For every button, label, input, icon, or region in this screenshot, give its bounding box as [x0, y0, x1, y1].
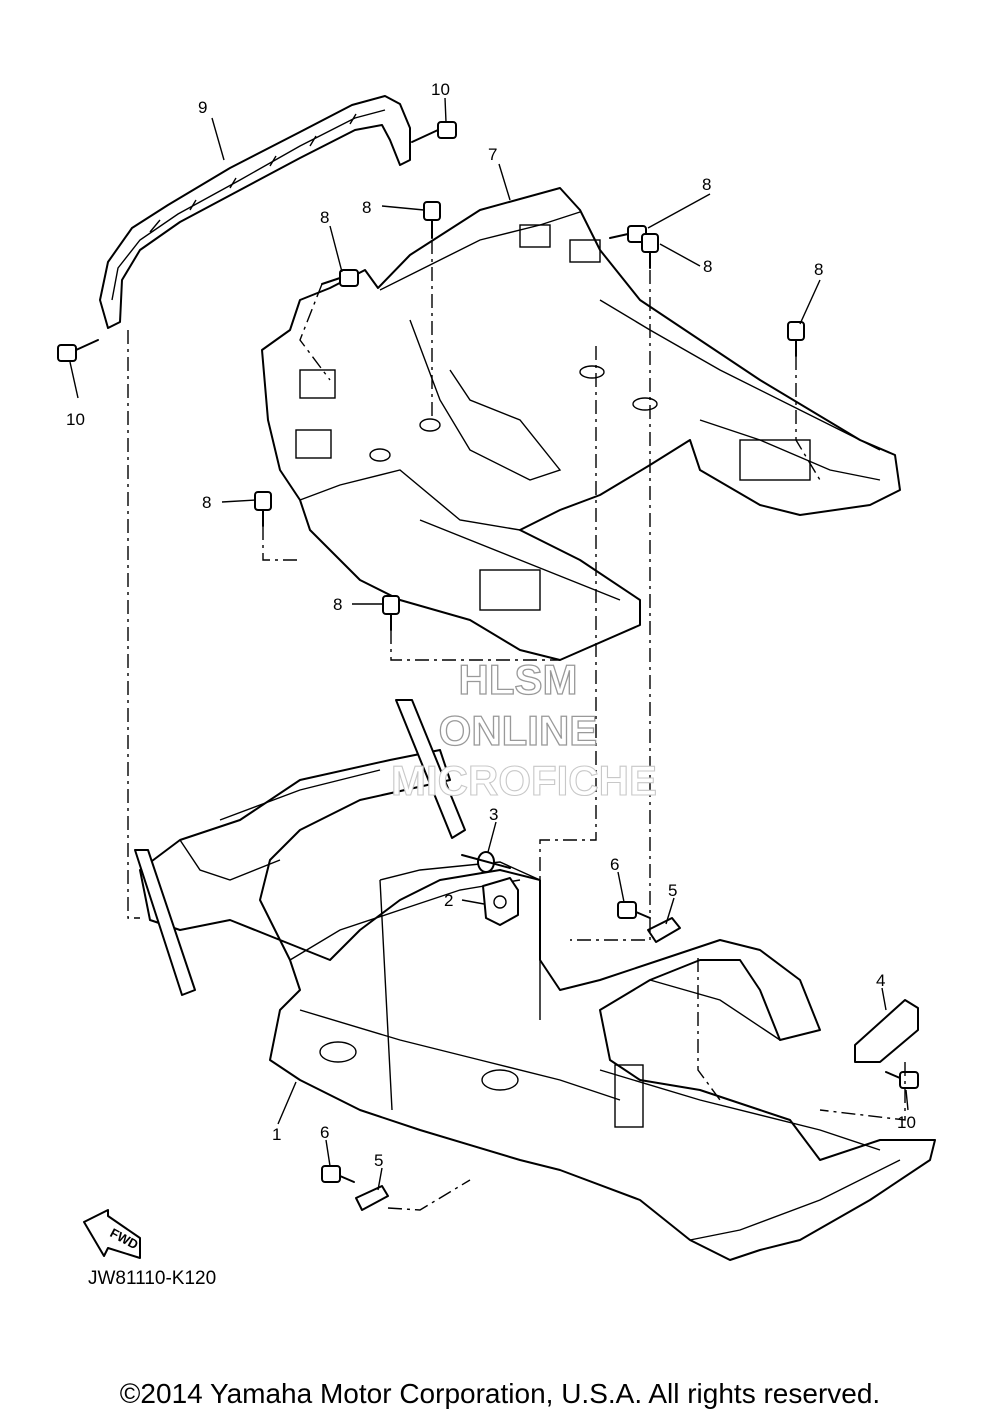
callout-10-top: 10 [431, 80, 450, 99]
part-10-bolt-left[interactable] [57, 339, 99, 362]
callout-8-e: 8 [814, 260, 823, 279]
watermark: HLSM ONLINE MICROFICHE [390, 655, 657, 804]
callout-2: 2 [444, 891, 453, 910]
callout-8-a: 8 [362, 198, 371, 217]
callout-8-b: 8 [320, 208, 329, 227]
part-6-bolt-lower[interactable] [321, 1165, 355, 1183]
callout-5-lower: 5 [374, 1151, 383, 1170]
part-8-bolt-d[interactable] [641, 233, 659, 269]
part-8-bolt-a[interactable] [423, 201, 441, 239]
part-5-clip-lower[interactable] [355, 1185, 389, 1211]
callout-10-right: 10 [897, 1113, 916, 1132]
watermark-line-1: HLSM [459, 656, 578, 703]
callout-8-f: 8 [202, 493, 211, 512]
part-2-plate[interactable] [482, 877, 519, 926]
part-1-main-frame[interactable] [134, 699, 936, 1261]
part-10-bolt-right[interactable] [885, 1071, 919, 1089]
diagram-code: JW81110-K120 [88, 1268, 217, 1289]
part-8-bolt-b[interactable] [321, 269, 359, 287]
callout-leaders [69, 97, 909, 1191]
copyright-notice: ©2014 Yamaha Motor Corporation, U.S.A. A… [119, 1378, 881, 1409]
callout-10-left: 10 [66, 410, 85, 429]
part-6-bolt-upper[interactable] [617, 901, 651, 919]
callout-6-lower: 6 [320, 1123, 329, 1142]
callout-8-d: 8 [703, 257, 712, 276]
callout-8-c: 8 [702, 175, 711, 194]
watermark-line-3: MICROFICHE [391, 757, 657, 804]
part-8-bolt-f[interactable] [254, 491, 272, 527]
callout-1: 1 [272, 1125, 281, 1144]
callout-8-g: 8 [333, 595, 342, 614]
callout-labels: 9 10 10 7 8 8 8 8 8 8 8 3 2 6 5 4 10 1 6… [66, 80, 916, 1170]
part-8-bolt-g[interactable] [382, 595, 400, 631]
part-5-clip-upper[interactable] [647, 917, 681, 943]
part-3-bolt-washer[interactable] [461, 851, 511, 873]
part-4-bracket[interactable] [854, 999, 919, 1063]
part-10-bolt-top[interactable] [411, 121, 457, 143]
part-7-cargo-bed[interactable] [261, 187, 901, 661]
part-9-front-bracket[interactable] [99, 95, 411, 329]
callout-9: 9 [198, 98, 207, 117]
callout-4: 4 [876, 971, 885, 990]
assembly-guide-lines [127, 240, 906, 1211]
fwd-arrow-icon: FWD [83, 1209, 141, 1259]
watermark-line-2: ONLINE [439, 707, 598, 754]
part-8-bolt-e[interactable] [787, 321, 805, 357]
callout-5-upper: 5 [668, 881, 677, 900]
callout-3: 3 [489, 805, 498, 824]
callout-7: 7 [488, 145, 497, 164]
callout-6-upper: 6 [610, 855, 619, 874]
part-8-bolt-c[interactable] [609, 225, 647, 243]
